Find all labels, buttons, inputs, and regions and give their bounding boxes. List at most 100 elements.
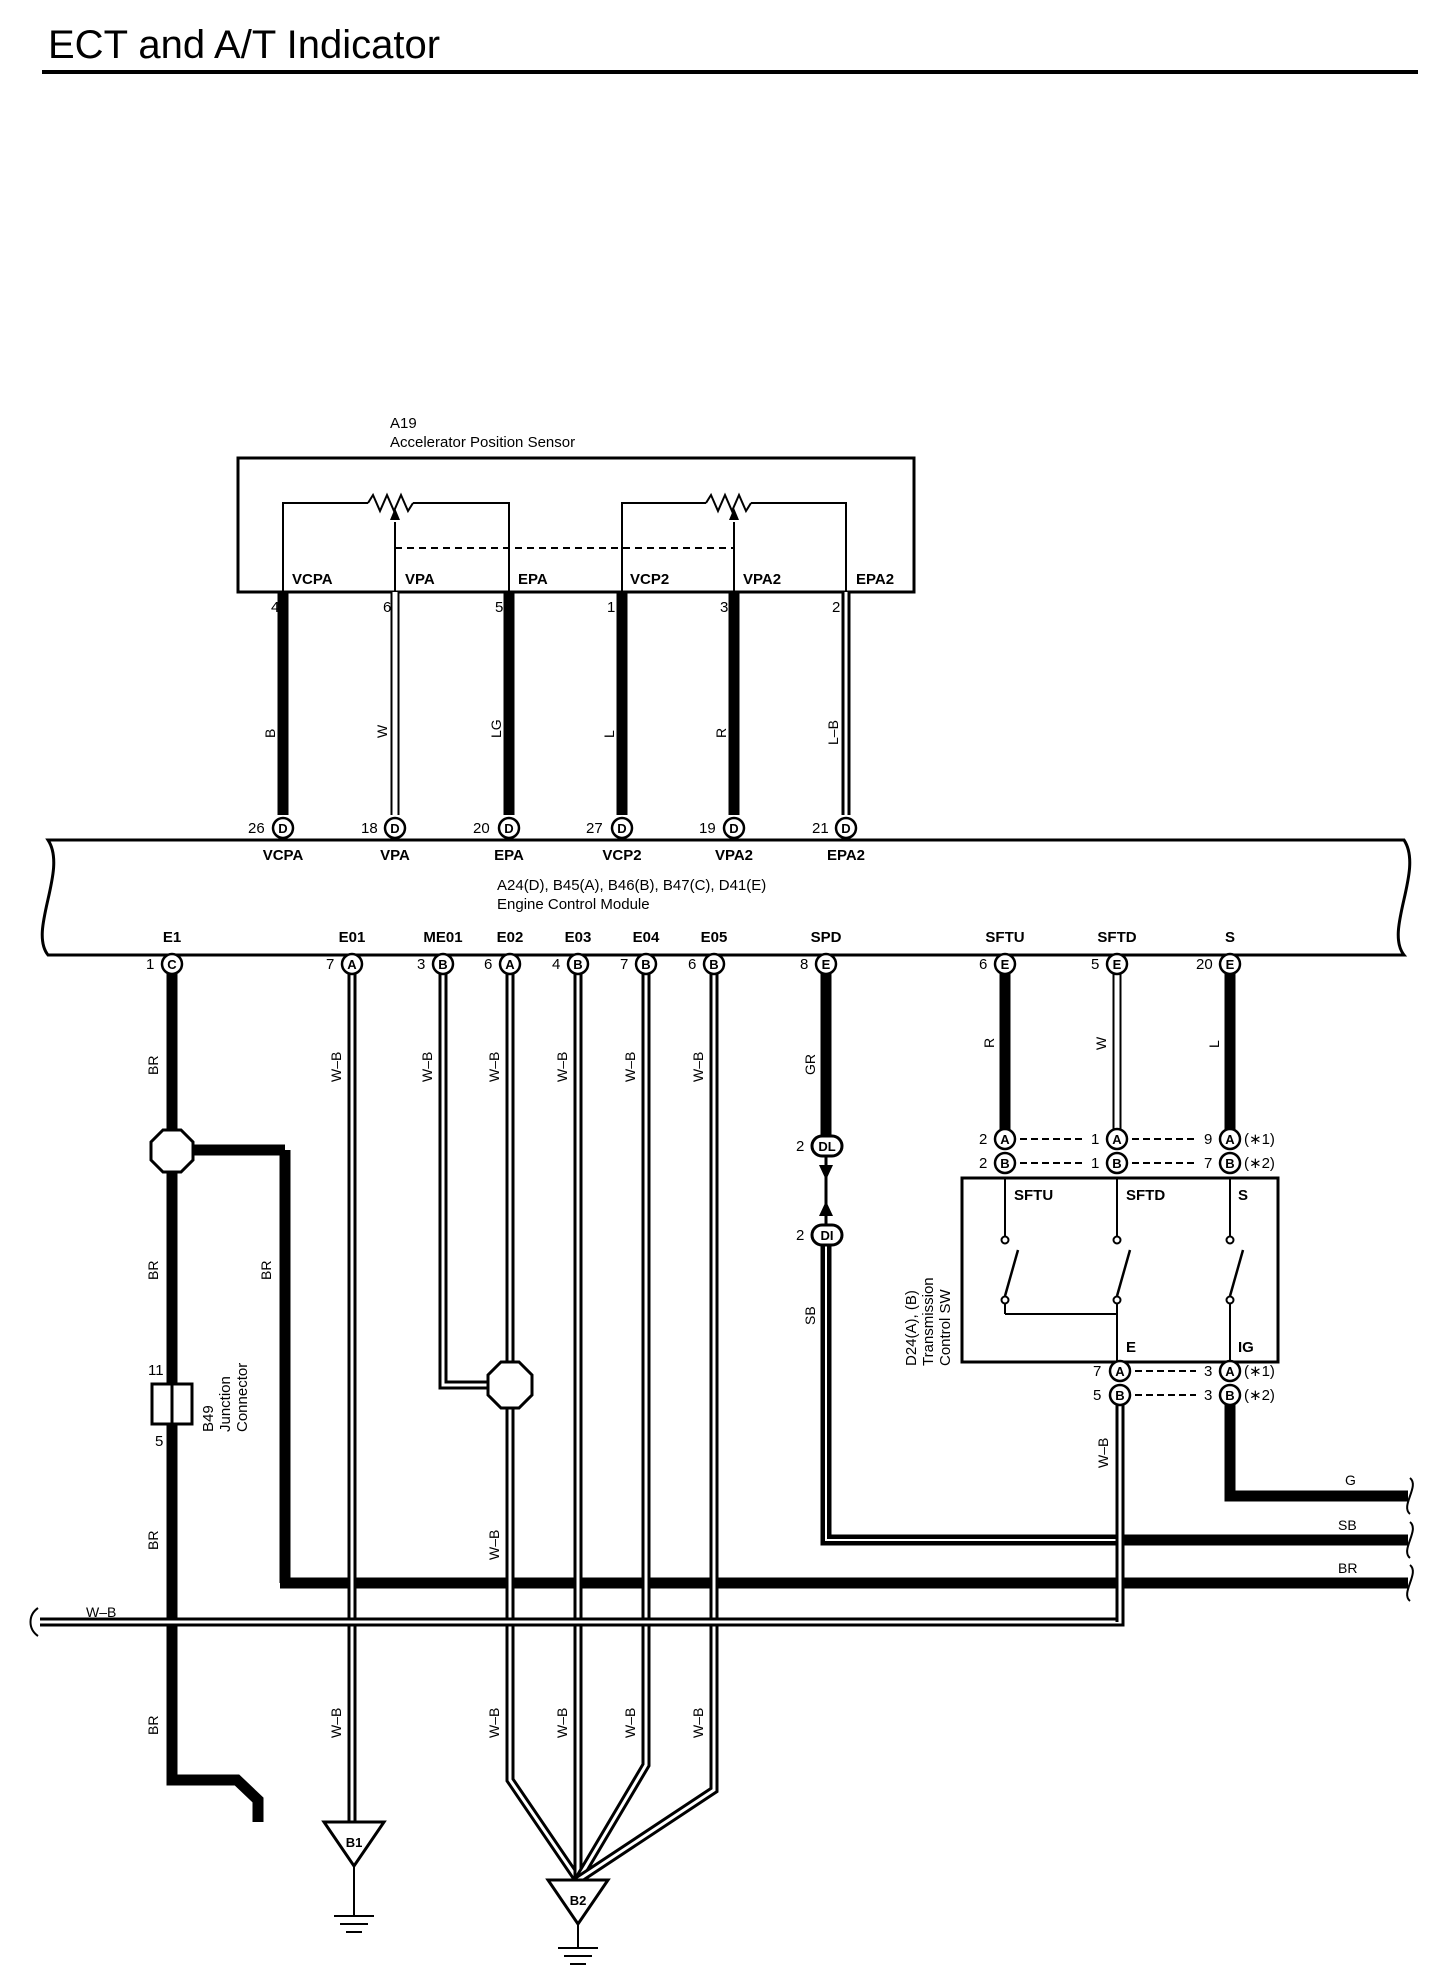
pin-marker: [1218, 952, 1242, 976]
wire-color-label: L–B: [825, 720, 841, 745]
pin-letter: C: [167, 957, 177, 972]
sensor-internal-wiring-2: [413, 502, 510, 592]
ecm-top-pin-vpa: 18 D: [361, 816, 407, 840]
pin-letter: E: [1226, 957, 1235, 972]
ecm-module-outline: [40, 838, 1412, 957]
pin-letter: B: [709, 957, 718, 972]
splice-point-wb: [486, 1360, 534, 1410]
trans-pin-marker: [1105, 1151, 1129, 1175]
ecm-bottom-label-sftu: SFTU: [985, 929, 1024, 946]
trans-pin-marker: [1108, 1359, 1132, 1383]
left-wire-label: W–B: [86, 1604, 116, 1620]
sensor-internal-wiring-1: [282, 502, 368, 592]
wire-e05-wb-inner: [577, 966, 716, 1882]
pin-marker: [834, 816, 858, 840]
pin-number: 26: [248, 820, 265, 837]
wire-color-label: BR: [145, 1716, 161, 1735]
trans-name: Transmission: [920, 1277, 937, 1366]
trans-terminal-sftd: SFTD: [1126, 1187, 1165, 1204]
trans-switch-sftu: [1000, 1178, 1020, 1314]
wire-color-label: GR: [802, 1054, 818, 1075]
trans-terminal-sftu: SFTU: [1014, 1187, 1053, 1204]
wire-e04-wb: [574, 966, 651, 1883]
trans-pin: 5: [1093, 1387, 1101, 1404]
pin-marker: [431, 952, 455, 976]
sensor-pin: 4: [271, 599, 279, 616]
pin-number: 5: [1091, 956, 1099, 973]
switch-blade: [1115, 1249, 1132, 1297]
ecm-top-pin-epa2: 21 D: [812, 816, 858, 840]
wire-color-label: W–B: [690, 1708, 706, 1738]
ecm-bottom-label-sftd: SFTD: [1097, 929, 1136, 946]
wire-sb-stripe: [825, 1243, 1120, 1541]
trans-terminal-s: S: [1238, 1187, 1248, 1204]
junction-name: Connector: [234, 1363, 251, 1432]
pin-marker: [271, 816, 295, 840]
wire-color-label: W–B: [486, 1708, 502, 1738]
ecm-top-label: VPA: [380, 847, 410, 864]
ecm-bottom-pin-e05: 6 B: [688, 952, 726, 976]
wire-color-label: W–B: [554, 1708, 570, 1738]
ecm-top-pin-epa: 20 D: [473, 816, 521, 840]
wire-color-label: W: [1093, 1036, 1109, 1050]
ecm-bottom-label-e03: E03: [565, 929, 592, 946]
splice-point-br: [149, 1128, 195, 1174]
sensor-internal-wiring-3: [621, 502, 706, 592]
wire-color-label: R: [713, 728, 729, 738]
pin-number: 6: [688, 956, 696, 973]
trans-note: (∗2): [1244, 1155, 1275, 1172]
junction-pin-top: 11: [148, 1362, 164, 1379]
wire-color-label: R: [981, 1038, 997, 1048]
pin-letter: E: [1113, 957, 1122, 972]
pin-letter: E: [1001, 957, 1010, 972]
wires-to-b2: [438, 966, 719, 1884]
wire-break-left-icon: [29, 1607, 39, 1637]
ecm-top-pin-vcp2: 27 D: [586, 816, 634, 840]
trans-pin: 3: [1204, 1387, 1212, 1404]
wire-color-label: B: [262, 729, 278, 738]
sensor-pin: 2: [832, 599, 840, 616]
pin-letter: A: [347, 957, 357, 972]
switch-contact: [1000, 1235, 1010, 1245]
wire-ig-g: [1224, 1400, 1408, 1502]
ecm-connectors: A24(D), B45(A), B46(B), B47(C), D41(E): [497, 877, 766, 894]
trans-pin-marker: [1218, 1127, 1242, 1151]
ecm-name: Engine Control Module: [497, 896, 650, 913]
wire-color-label: L: [601, 730, 617, 738]
ground-triangle: [321, 1820, 387, 1869]
ecm-bottom-label-e1: E1: [163, 929, 181, 946]
trans-pin-marker: [1105, 1127, 1129, 1151]
ecm-bottom-pin-e02: 6 A: [484, 952, 522, 976]
switch-contact: [1112, 1295, 1122, 1305]
pin-marker: [702, 952, 726, 976]
ecm-bottom-pin-e04: 7 B: [620, 952, 658, 976]
sensor-terminal-vcp2: VCP2: [630, 571, 669, 588]
connector-arrow-up-icon: [819, 1201, 833, 1216]
trans-pin: 7: [1093, 1363, 1101, 1380]
switch-contact: [1225, 1235, 1235, 1245]
wire-color-label: W–B: [1095, 1438, 1111, 1468]
sensor-box: [236, 456, 916, 594]
wiper-2-arrow-icon: [729, 508, 739, 520]
pin-letter: B: [573, 957, 582, 972]
wiper-1-arrow-icon: [390, 508, 400, 520]
pin-marker: [610, 816, 634, 840]
trans-pin: 9: [1204, 1131, 1212, 1148]
trans-pin-letter: A: [1225, 1364, 1235, 1379]
wire-me01-wb-inner: [441, 966, 508, 1387]
pin-number: 21: [812, 820, 829, 837]
pin-marker: [340, 952, 364, 976]
sensor-terminal-epa2: EPA2: [856, 571, 894, 588]
wire-color-label: W–B: [328, 1708, 344, 1738]
right-wire-label-br: BR: [1338, 1560, 1357, 1576]
trans-pin-marker: [1218, 1359, 1242, 1383]
right-wire-label-g: G: [1345, 1472, 1356, 1488]
wire-color-label: W: [374, 724, 390, 738]
sensor-terminal-epa: EPA: [518, 571, 548, 588]
ecm-bottom-label-spd: SPD: [811, 929, 842, 946]
trans-pin-letter: B: [1000, 1156, 1009, 1171]
ground-triangle: [545, 1878, 611, 1927]
switch-blade: [1003, 1249, 1020, 1297]
pin-letter: A: [505, 957, 515, 972]
pin-letter: D: [729, 821, 738, 836]
